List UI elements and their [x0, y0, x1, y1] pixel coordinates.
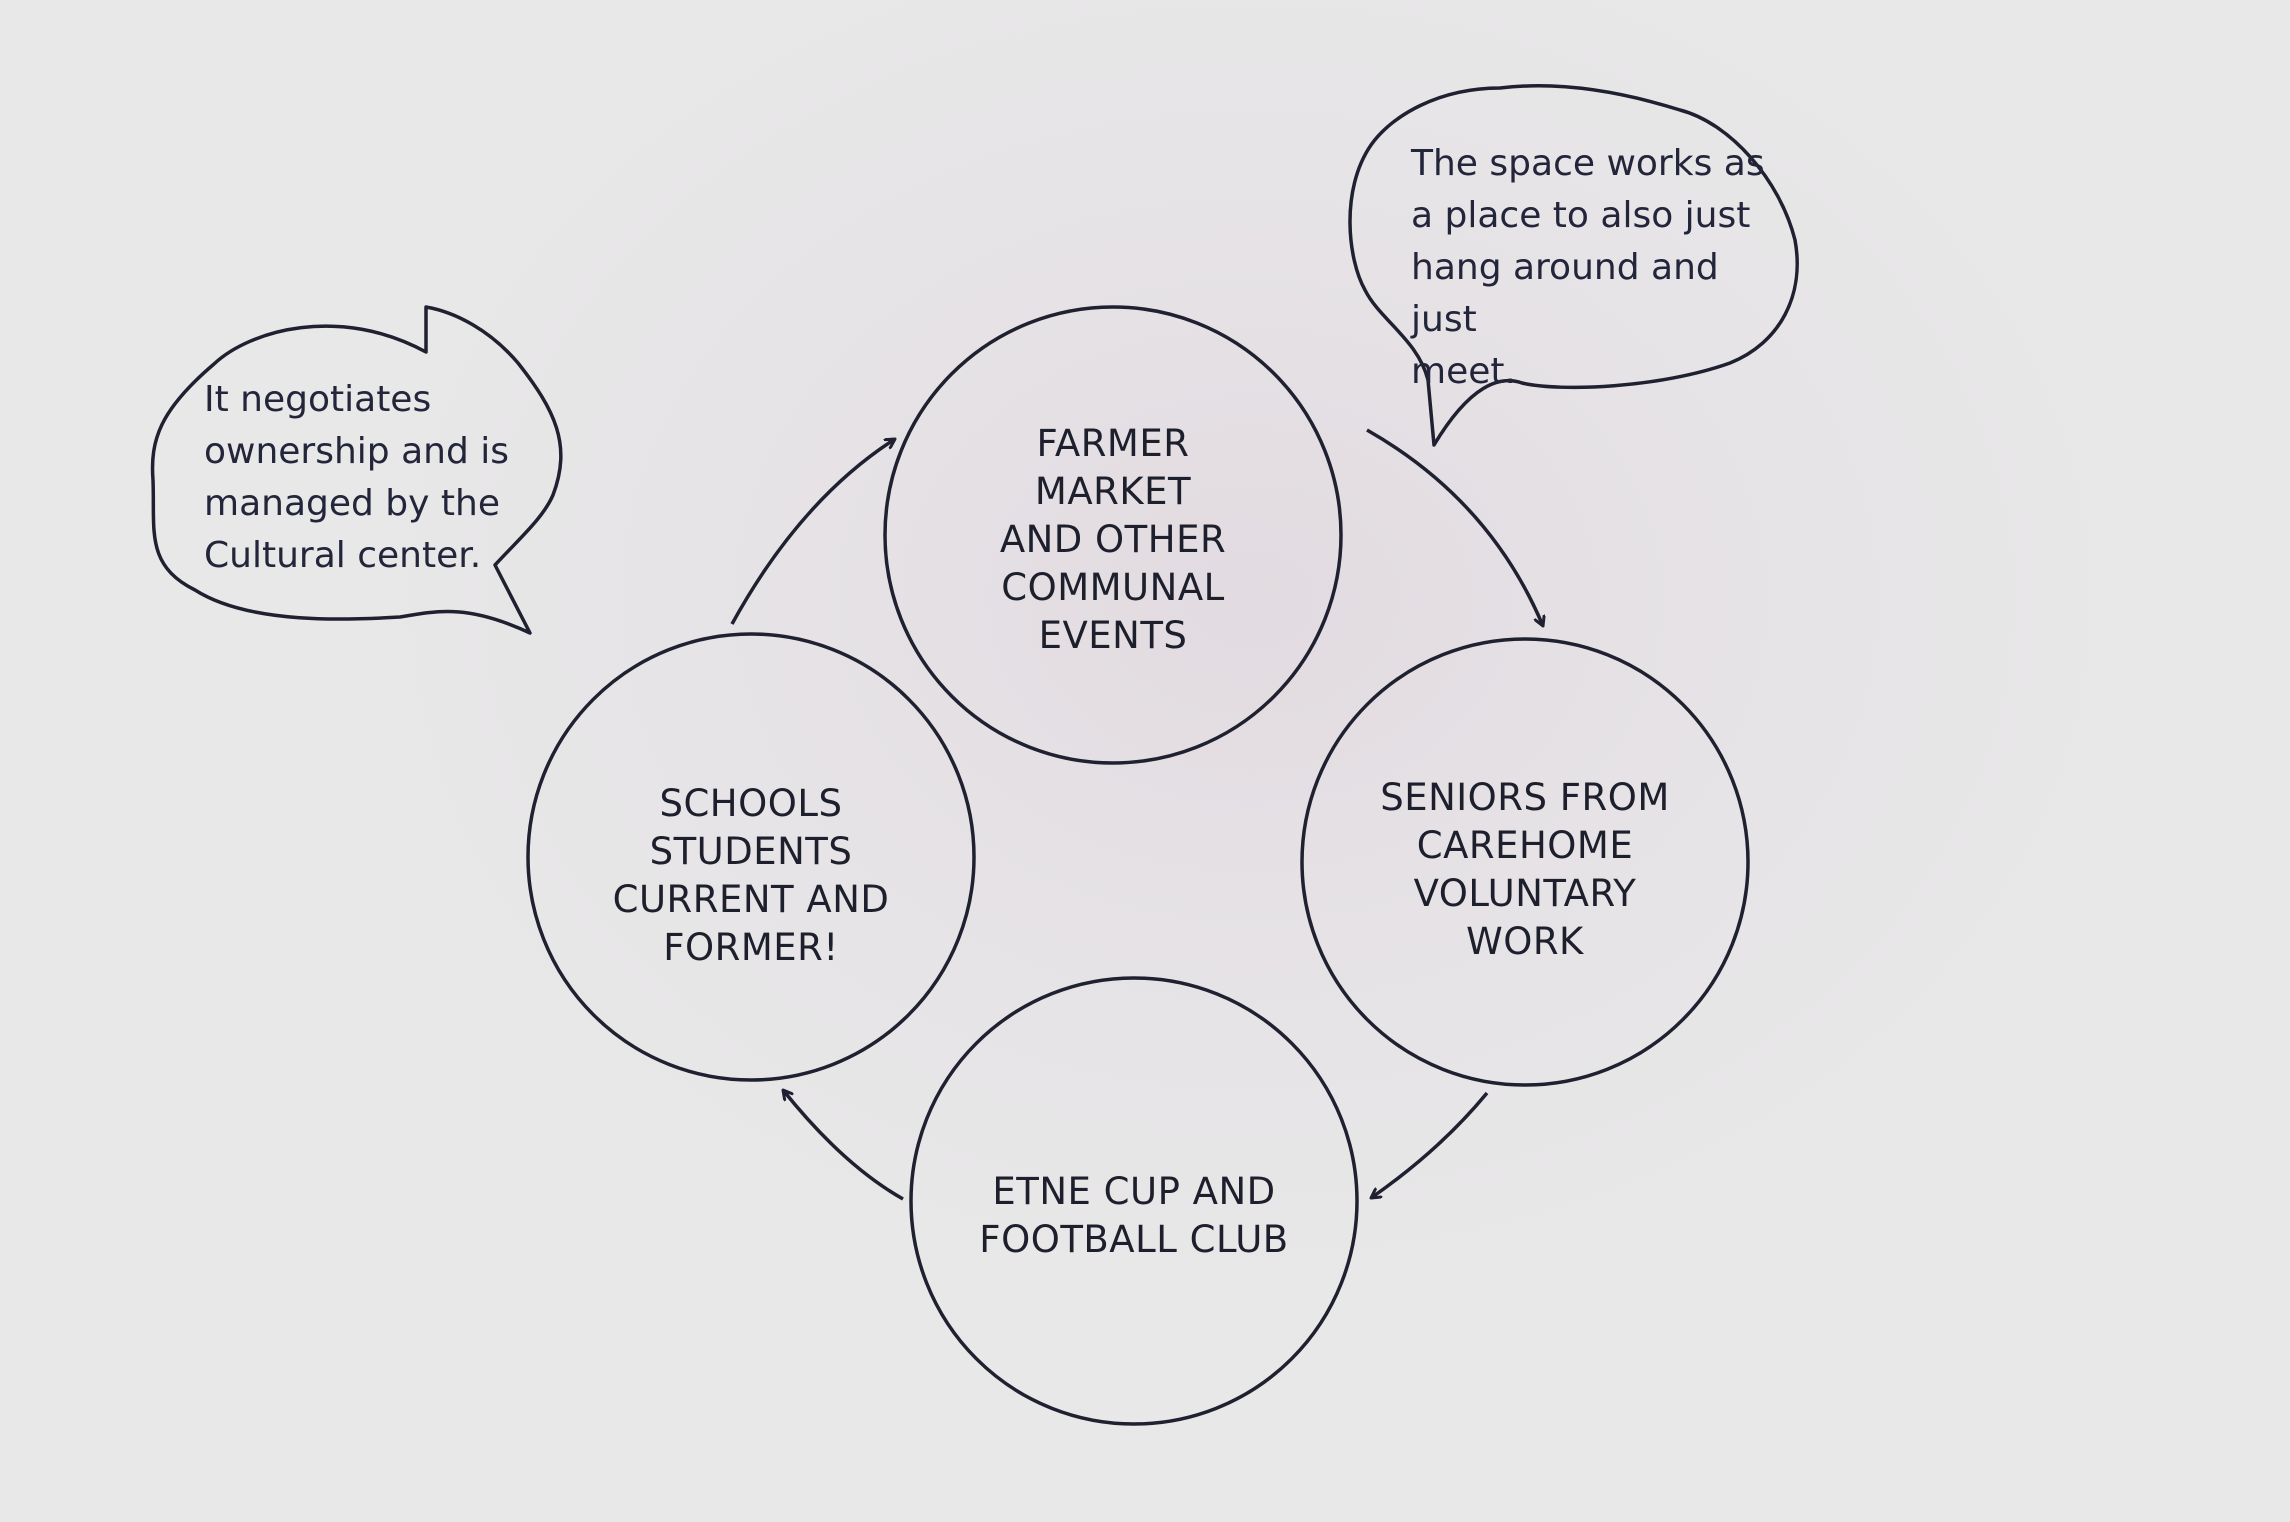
edge-schools-to-farmer: [730, 439, 895, 625]
speech-bubble-left: [150, 305, 563, 635]
node-circle-etne: [909, 976, 1359, 1426]
node-label-farmer: FARMER MARKET AND OTHER COMMUNAL EVENTS: [999, 422, 1227, 657]
speech-bubble-right: [1348, 84, 1799, 447]
node-circle-farmer: [883, 305, 1343, 765]
callout-text-space: The space works as a place to also just …: [1411, 143, 1765, 392]
node-label-schools: SCHOOLS STUDENTS CURRENT AND FORMER!: [612, 782, 890, 969]
node-circle-schools: [526, 632, 976, 1082]
node-label-seniors: SENIORS FROM CAREHOME VOLUNTARY WORK: [1380, 776, 1670, 963]
callout-text-ownership: It negotiates ownership and is managed b…: [204, 379, 510, 576]
node-label-etne: ETNE CUP AND FOOTBALL CLUB: [979, 1170, 1289, 1261]
edge-farmer-to-seniors: [1366, 428, 1543, 626]
edge-seniors-to-etne: [1371, 1091, 1489, 1198]
node-circle-seniors: [1300, 637, 1750, 1087]
edge-etne-to-schools: [783, 1090, 904, 1201]
